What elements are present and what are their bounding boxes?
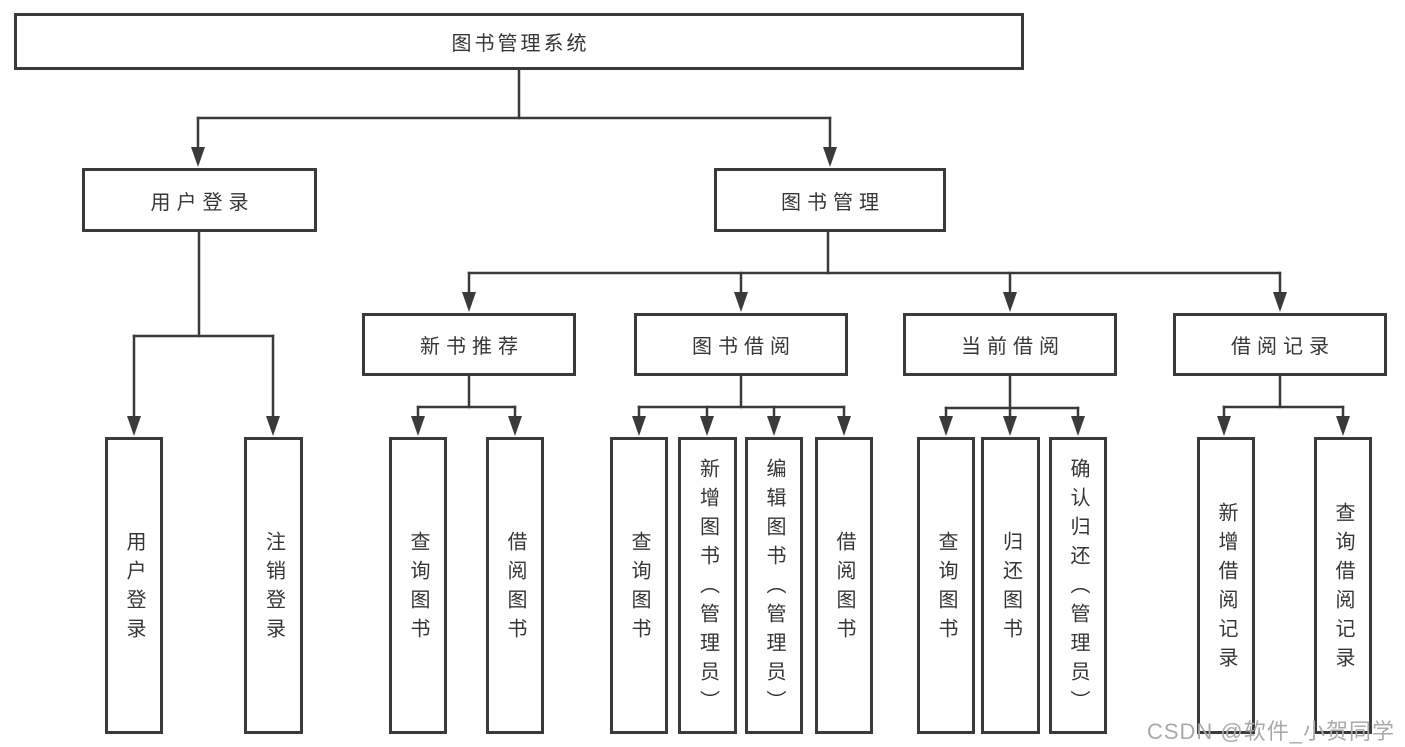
leaf-newbook-borrow: 借阅图书 <box>486 437 544 734</box>
leaf-logout: 注销登录 <box>244 437 303 734</box>
node-user-login: 用户登录 <box>82 168 317 232</box>
csdn-watermark: CSDN @软件_小贺同学 <box>1146 719 1395 744</box>
leaf-current-return: 归还图书 <box>981 437 1040 734</box>
node-current-borrow: 当前借阅 <box>903 313 1117 376</box>
leaf-borrow-book: 借阅图书 <box>815 437 873 734</box>
node-root: 图书管理系统 <box>14 13 1024 70</box>
node-book-management: 图书管理 <box>714 168 946 232</box>
node-book-borrow: 图书借阅 <box>634 313 848 376</box>
leaf-record-query: 查询借阅记录 <box>1314 437 1372 734</box>
leaf-user-login: 用户登录 <box>105 437 163 734</box>
leaf-borrow-query: 查询图书 <box>610 437 668 734</box>
node-borrow-record: 借阅记录 <box>1173 313 1387 376</box>
arrowheads <box>127 147 1350 436</box>
leaf-current-query: 查询图书 <box>917 437 975 734</box>
leaf-borrow-add-admin: 新增图书（管理员） <box>678 437 737 734</box>
leaf-current-confirm-admin: 确认归还（管理员） <box>1049 437 1107 734</box>
leaf-record-add: 新增借阅记录 <box>1197 437 1255 734</box>
node-new-book-recommend: 新书推荐 <box>362 313 576 376</box>
leaf-borrow-edit-admin: 编辑图书（管理员） <box>745 437 803 734</box>
leaf-newbook-query: 查询图书 <box>389 437 447 734</box>
